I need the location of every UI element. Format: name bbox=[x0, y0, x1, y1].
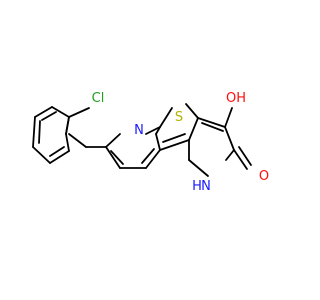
bond bbox=[162, 133, 186, 143]
bond bbox=[51, 106, 70, 118]
amine-nitrogen-label: N bbox=[201, 179, 211, 194]
bond bbox=[233, 149, 248, 170]
bond bbox=[34, 106, 53, 118]
bonds bbox=[32, 103, 252, 177]
bond bbox=[65, 133, 70, 152]
bond bbox=[224, 107, 233, 128]
molecule-diagram: Cl N S OH N H O bbox=[32, 91, 269, 194]
bond bbox=[197, 117, 226, 128]
bond bbox=[155, 126, 161, 135]
sulfur-label: S bbox=[175, 110, 183, 125]
bond bbox=[105, 133, 121, 148]
bond bbox=[105, 146, 121, 169]
carbonyl-oxygen-label: O bbox=[259, 169, 269, 184]
bond bbox=[238, 146, 252, 166]
bond bbox=[201, 122, 224, 132]
bond bbox=[41, 111, 57, 121]
bond bbox=[155, 133, 161, 151]
hydroxyl-label: OH bbox=[226, 91, 246, 106]
atom-labels: Cl N S OH N H O bbox=[92, 91, 269, 194]
chlorine-label: Cl bbox=[92, 91, 105, 106]
structure-canvas: Cl N S OH N H O bbox=[32, 91, 269, 194]
bond bbox=[110, 150, 124, 165]
bond bbox=[141, 148, 155, 164]
bond bbox=[159, 139, 190, 151]
bond bbox=[38, 120, 41, 144]
bond bbox=[159, 107, 173, 128]
bond bbox=[68, 133, 87, 148]
bond bbox=[188, 159, 209, 177]
bond bbox=[68, 107, 90, 118]
bond bbox=[145, 149, 161, 169]
bond bbox=[185, 103, 199, 119]
bond bbox=[32, 146, 51, 164]
bond bbox=[188, 117, 199, 141]
bond bbox=[145, 126, 161, 135]
ring-nitrogen-label: N bbox=[134, 123, 144, 138]
bond bbox=[225, 149, 235, 161]
bond bbox=[49, 150, 70, 164]
bond bbox=[65, 116, 70, 135]
bond bbox=[32, 116, 36, 148]
amine-hydrogen-label: H bbox=[192, 179, 202, 194]
bond bbox=[49, 146, 65, 157]
bond bbox=[224, 126, 235, 151]
